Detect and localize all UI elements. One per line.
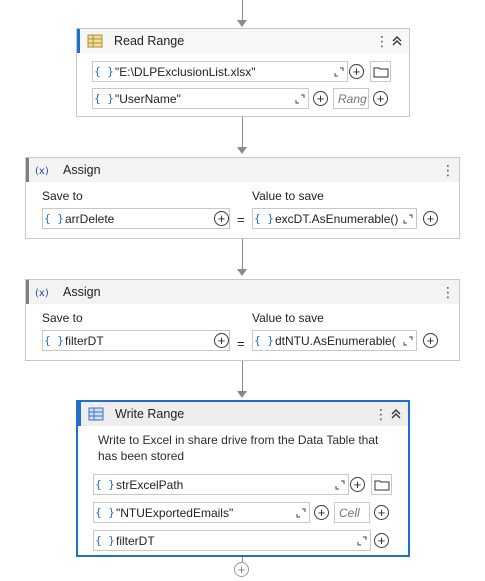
read-range-workbook-add-icon[interactable]: +	[349, 64, 364, 79]
expression-icon: { }	[95, 534, 115, 547]
write-range-sheet-add-icon[interactable]: +	[314, 505, 329, 520]
write-range-sheet-value: "NTUExportedEmails"	[116, 505, 234, 520]
write-range-datatable-add-icon[interactable]: +	[374, 533, 389, 548]
connector-4	[242, 556, 243, 562]
expand-icon[interactable]	[400, 336, 416, 346]
assign-2-save-to-value: filterDT	[65, 333, 104, 348]
assign-2-save-to-label: Save to	[42, 311, 83, 325]
read-range-sheet-add-icon[interactable]: +	[313, 91, 328, 106]
expand-icon[interactable]	[292, 94, 308, 104]
expand-icon[interactable]	[293, 508, 309, 518]
write-range-description: Write to Excel in share drive from the D…	[98, 433, 379, 463]
expand-icon[interactable]	[354, 536, 370, 546]
assign-2-value-text: dtNTU.AsEnumerable(	[275, 333, 396, 348]
expression-icon: { }	[44, 212, 64, 225]
assign-1-title: Assign	[63, 163, 101, 177]
expression-icon: { }	[254, 212, 274, 225]
assign-2-value-field[interactable]: { } dtNTU.AsEnumerable(	[252, 330, 417, 351]
assign-2-title: Assign	[63, 285, 101, 299]
write-range-datatable-field[interactable]: { } filterDT	[93, 530, 371, 551]
write-range-header[interactable]: Write Range ⋮	[78, 402, 408, 426]
assign-1-menu-icon[interactable]: ⋮	[441, 161, 455, 178]
assign-2-header[interactable]: (x) Assign ⋮	[26, 280, 459, 304]
read-range-sheet-field[interactable]: { } "UserName"	[92, 88, 309, 109]
read-range-header[interactable]: Read Range ⋮	[77, 29, 409, 53]
write-range-title: Write Range	[115, 407, 185, 421]
connector-top-arrow	[237, 20, 247, 27]
write-range-icon	[87, 407, 105, 421]
read-range-activity[interactable]: Read Range ⋮ { } "E:\DLPExclusionList.xl…	[76, 28, 410, 117]
assign-1-header[interactable]: (x) Assign ⋮	[26, 158, 459, 182]
read-range-workbook-field[interactable]: { } "E:\DLPExclusionList.xlsx"	[92, 61, 348, 82]
assign-2-equals: =	[237, 336, 245, 351]
assign-1-save-to-add-icon[interactable]: +	[214, 211, 229, 226]
expression-icon: { }	[44, 334, 64, 347]
connector-3-arrow	[237, 391, 247, 398]
collapse-icon[interactable]	[389, 36, 405, 46]
assign-2-save-to-field[interactable]: { } filterDT	[42, 330, 230, 351]
connector-top	[242, 0, 243, 20]
write-range-workbook-add-icon[interactable]: +	[350, 477, 365, 492]
connector-1	[242, 116, 243, 147]
assign-1-value-text: excDT.AsEnumerable()	[275, 211, 399, 226]
folder-icon[interactable]	[370, 61, 391, 82]
svg-text:(x): (x)	[35, 288, 49, 298]
add-activity-icon[interactable]: +	[234, 562, 249, 577]
assign-1-value-add-icon[interactable]: +	[423, 211, 438, 226]
connector-2-arrow	[237, 269, 247, 276]
write-range-cell-add-icon[interactable]: +	[374, 505, 389, 520]
assign-2-menu-icon[interactable]: ⋮	[441, 283, 455, 300]
assign-2-value-label: Value to save	[252, 311, 324, 325]
assign-1-value-label: Value to save	[252, 189, 324, 203]
assign-icon: (x)	[35, 286, 53, 298]
read-range-menu-icon[interactable]: ⋮	[375, 32, 389, 49]
expand-icon[interactable]	[331, 67, 347, 77]
assign-activity-1[interactable]: (x) Assign ⋮ Save to Value to save { } a…	[25, 157, 460, 239]
folder-icon[interactable]	[371, 474, 392, 495]
expression-icon: { }	[94, 92, 114, 105]
write-range-menu-icon[interactable]: ⋮	[374, 405, 388, 422]
assign-activity-2[interactable]: (x) Assign ⋮ Save to Value to save { } f…	[25, 279, 460, 361]
write-range-cell-field[interactable]: Cell	[334, 502, 370, 523]
collapse-icon[interactable]	[388, 409, 404, 419]
connector-3	[242, 360, 243, 391]
read-range-sheet-value: "UserName"	[115, 91, 181, 106]
read-range-icon	[86, 34, 104, 48]
assign-1-equals: =	[237, 212, 245, 227]
assign-2-save-to-add-icon[interactable]: +	[214, 333, 229, 348]
assign-2-value-add-icon[interactable]: +	[423, 333, 438, 348]
svg-text:(x): (x)	[35, 166, 49, 176]
expression-icon: { }	[95, 506, 115, 519]
read-range-title: Read Range	[114, 34, 185, 48]
connector-2	[242, 238, 243, 269]
assign-icon: (x)	[35, 164, 53, 176]
write-range-workbook-field[interactable]: { } strExcelPath	[93, 474, 349, 495]
expand-icon[interactable]	[332, 480, 348, 490]
expand-icon[interactable]	[400, 214, 416, 224]
assign-1-save-to-label: Save to	[42, 189, 83, 203]
write-range-sheet-field[interactable]: { } "NTUExportedEmails"	[93, 502, 310, 523]
expression-icon: { }	[254, 334, 274, 347]
read-range-range-add-icon[interactable]: +	[373, 91, 388, 106]
assign-1-value-field[interactable]: { } excDT.AsEnumerable()	[252, 208, 417, 229]
read-range-workbook-value: "E:\DLPExclusionList.xlsx"	[115, 64, 256, 79]
read-range-range-field[interactable]: Rang	[333, 88, 369, 109]
write-range-datatable-value: filterDT	[116, 533, 155, 548]
write-range-activity[interactable]: Write Range ⋮ Write to Excel in share dr…	[76, 400, 410, 557]
assign-1-save-to-field[interactable]: { } arrDelete	[42, 208, 230, 229]
expression-icon: { }	[95, 478, 115, 491]
write-range-workbook-value: strExcelPath	[116, 477, 184, 492]
expression-icon: { }	[94, 65, 114, 78]
connector-1-arrow	[237, 147, 247, 154]
assign-1-save-to-value: arrDelete	[65, 211, 115, 226]
